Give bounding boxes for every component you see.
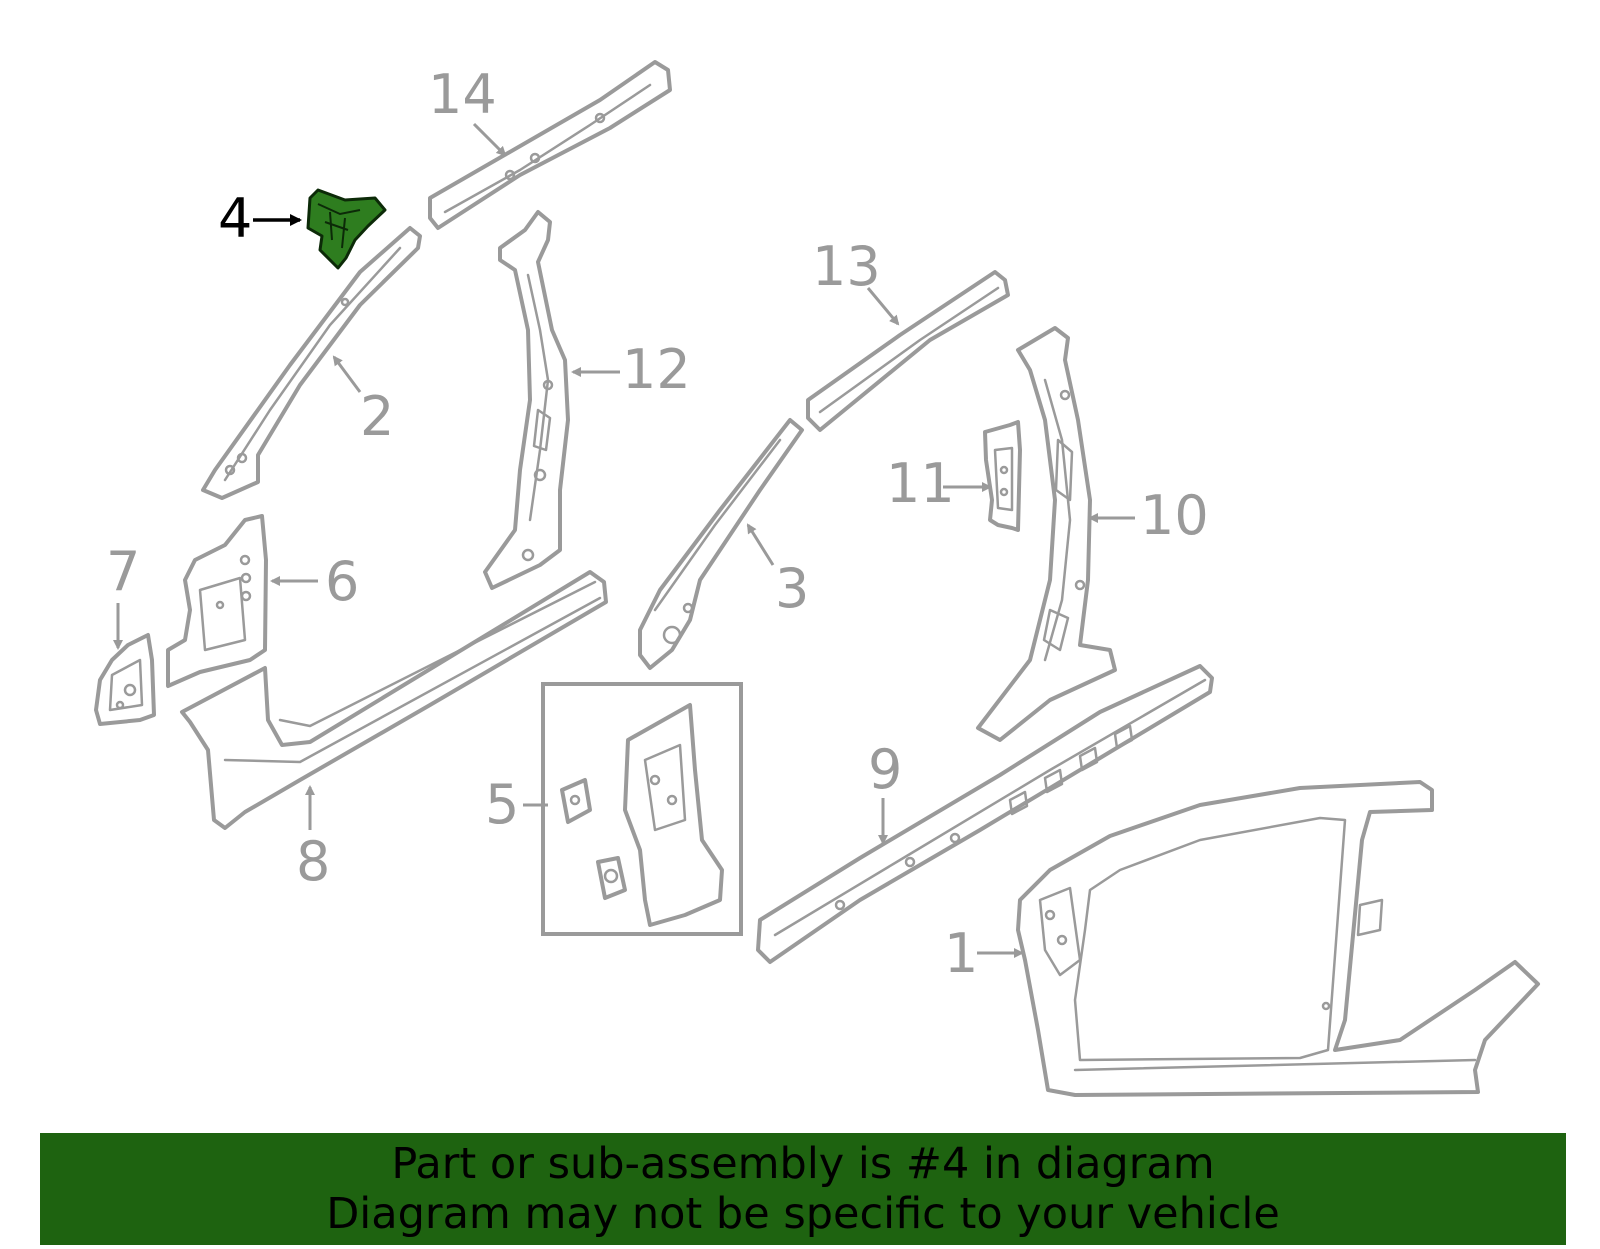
callout-10: 10 [1140,484,1209,547]
part-1-body-side [1016,780,1540,1097]
leader-lines [113,122,1135,958]
callout-7: 7 [106,540,140,603]
part-9-rocker-inner [756,664,1214,964]
part-5-inset [541,682,743,936]
callout-1: 1 [944,922,978,985]
banner-line-2: Diagram may not be specific to your vehi… [326,1189,1280,1239]
part-10-c-pillar [976,326,1117,742]
callout-8: 8 [296,830,330,893]
callout-2: 2 [360,385,394,448]
part-2-a-pillar [201,226,422,500]
part-3-pillar [638,418,804,670]
part-12-b-pillar [483,210,570,590]
banner-line-1: Part or sub-assembly is #4 in diagram [391,1139,1215,1189]
info-banner: Part or sub-assembly is #4 in diagram Di… [40,1133,1566,1245]
part-14-roof-rail [428,60,672,230]
part-13-roof-rail-rear [806,270,1010,432]
callout-13: 13 [812,235,881,298]
callout-11: 11 [886,452,955,515]
callout-5: 5 [485,773,519,836]
callout-3: 3 [775,557,809,620]
part-6-hinge-pillar [166,514,268,688]
part-4-bracket [306,188,387,270]
part-7-plate [94,633,156,726]
callout-9: 9 [868,738,902,801]
callout-12: 12 [622,338,691,401]
callout-4: 4 [218,187,252,250]
part-8-rocker [180,570,608,830]
callout-6: 6 [325,550,359,613]
part-11-bracket [983,420,1022,532]
callout-14: 14 [428,63,497,126]
